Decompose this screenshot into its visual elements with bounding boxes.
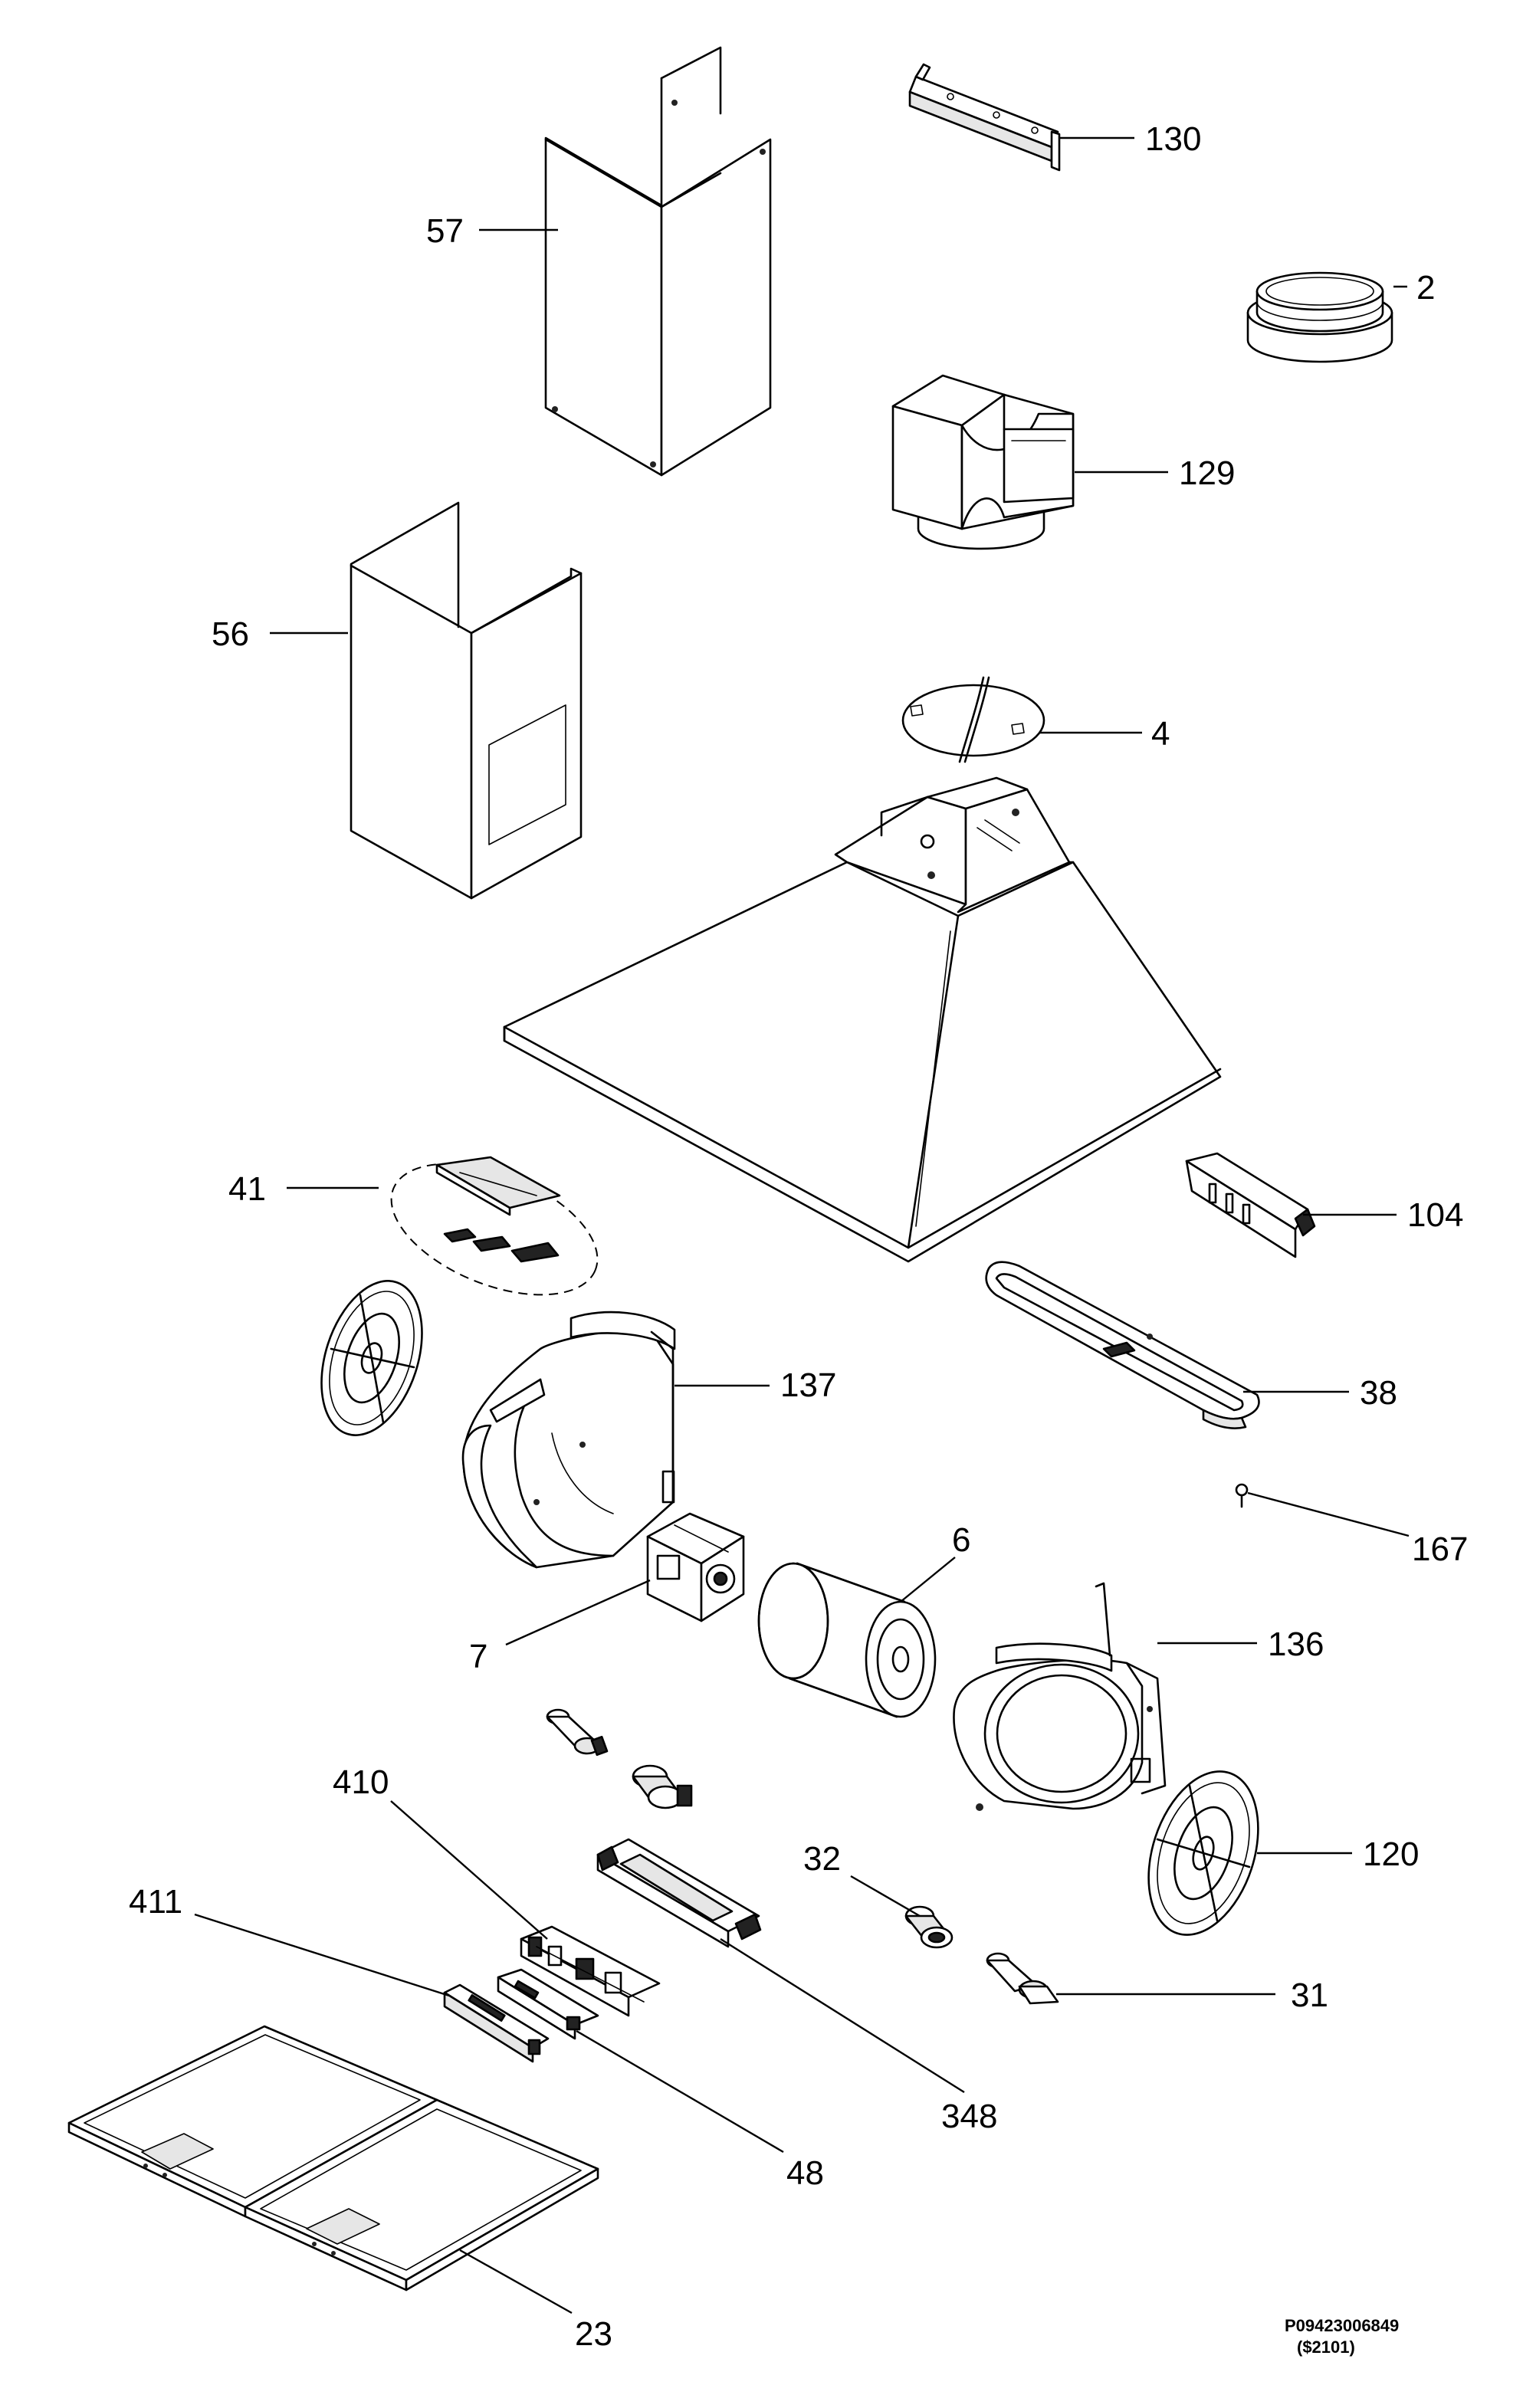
leader-411	[194, 1913, 450, 1997]
part-23-grease-filters	[67, 2025, 599, 2292]
part-129-air-outlet	[891, 374, 1075, 550]
callout-31: 31	[1291, 1977, 1328, 2014]
callout-4: 4	[1151, 715, 1170, 753]
leader-48	[576, 2029, 784, 2154]
part-38-light-cover	[985, 1261, 1260, 1429]
lamp-holder-left	[632, 1764, 693, 1809]
hood-body	[503, 776, 1222, 1263]
callout-348: 348	[941, 2098, 997, 2135]
callout-41: 41	[228, 1170, 266, 1208]
drawing-reference: P09423006849 ($2101)	[1285, 2316, 1399, 2357]
part-48-display-board	[497, 1968, 599, 2040]
part-41-control-panel	[390, 1156, 599, 1296]
part-136-fan-housing-right	[953, 1582, 1167, 1811]
part-4-backflow-flap	[901, 676, 1045, 763]
callout-167: 167	[1412, 1530, 1468, 1568]
callout-57: 57	[426, 212, 464, 250]
callout-32: 32	[803, 1840, 841, 1878]
part-2-duct-adapter	[1246, 271, 1393, 363]
callout-labels: 130 2 57 129 56 4 41 104 137 38 167 6 7 …	[129, 120, 1468, 2353]
callout-129: 129	[1179, 454, 1235, 492]
part-104-clip	[1185, 1152, 1316, 1258]
callout-120: 120	[1363, 1836, 1419, 1873]
part-57-upper-chimney	[544, 46, 772, 477]
part-410-switch-board	[520, 1925, 661, 2017]
part-348-lamp-bracket	[596, 1838, 762, 1948]
drawing-number: P09423006849	[1285, 2316, 1399, 2335]
leader-348	[720, 1937, 965, 2094]
revision-code: ($2101)	[1297, 2337, 1355, 2357]
part-7-motor	[646, 1512, 745, 1622]
part-120-fan-grille	[1147, 1770, 1259, 1936]
part-130-wall-bracket	[908, 63, 1061, 172]
callout-410: 410	[333, 1763, 389, 1801]
leader-410	[390, 1800, 548, 1940]
leader-167	[1247, 1491, 1410, 1537]
callout-7: 7	[469, 1638, 487, 1675]
leader-7	[505, 1579, 651, 1646]
callout-48: 48	[786, 2154, 824, 2192]
part-137-fan-housing-left	[461, 1311, 676, 1569]
callout-136: 136	[1268, 1626, 1324, 1663]
leader-6	[900, 1557, 956, 1603]
leader-23	[459, 2249, 573, 2315]
left-fan-grille	[320, 1280, 423, 1436]
part-6-impeller	[757, 1562, 937, 1718]
callout-38: 38	[1360, 1374, 1397, 1412]
callout-104: 104	[1407, 1196, 1463, 1234]
part-411-switch-bar	[443, 1983, 550, 2063]
callout-6: 6	[952, 1521, 970, 1559]
part-31-lamp	[986, 1952, 1059, 2005]
capacitor-left	[546, 1708, 609, 1757]
callout-23: 23	[575, 2315, 612, 2353]
callout-137: 137	[780, 1366, 836, 1404]
leader-lines	[194, 136, 1410, 2315]
callout-411: 411	[129, 1883, 182, 1921]
leader-32	[850, 1875, 921, 1918]
callout-2: 2	[1416, 269, 1435, 307]
part-56-lower-chimney	[350, 501, 583, 900]
callout-56: 56	[212, 615, 249, 653]
part-167-screw	[1235, 1483, 1249, 1508]
callout-130: 130	[1145, 120, 1201, 158]
